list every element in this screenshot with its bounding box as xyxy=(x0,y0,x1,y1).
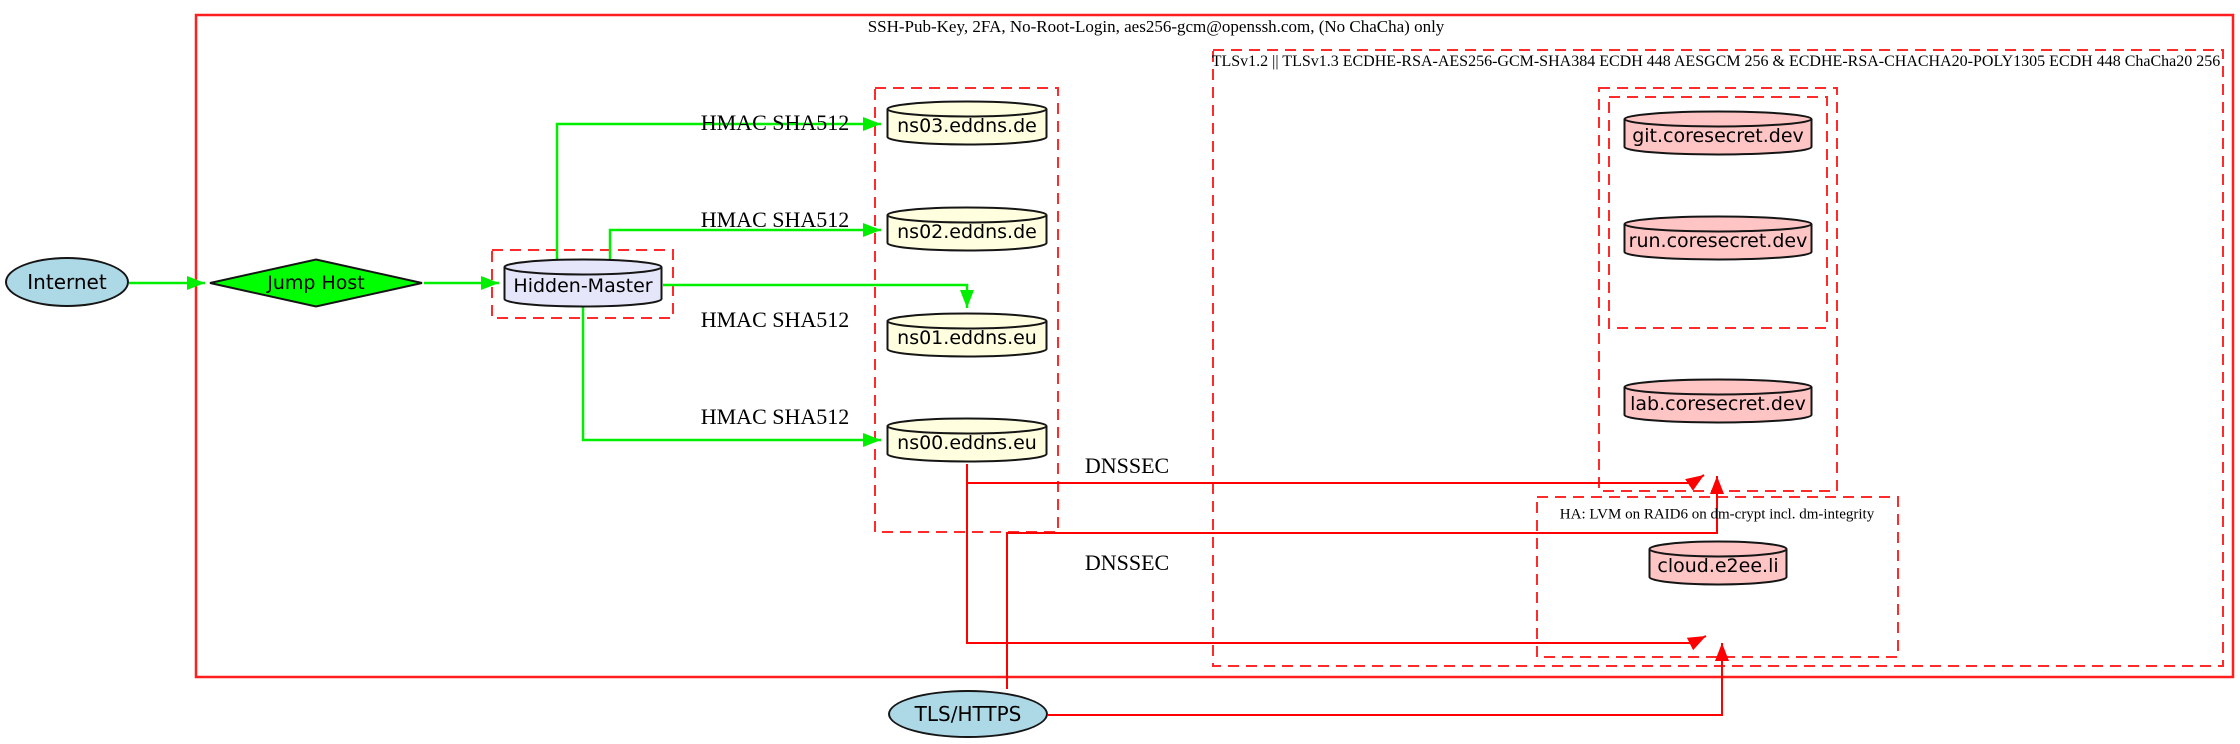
edge-hiddenmaster-ns02 xyxy=(608,223,881,259)
edge-label-hmac-ns02: HMAC SHA512 xyxy=(700,207,850,232)
edge-label-dnssec-1: DNSSEC xyxy=(1084,453,1170,478)
node-jump-host-label: Jump Host xyxy=(267,272,365,294)
node-ns03-label: ns03.eddns.de xyxy=(897,115,1037,137)
cluster-ssh-label: SSH-Pub-Key, 2FA, No-Root-Login, aes256-… xyxy=(867,17,1445,36)
node-run-label: run.coresecret.dev xyxy=(1628,230,1808,252)
cluster-tls-label: TLSv1.2 || TLSv1.3 ECDHE-RSA-AES256-GCM-… xyxy=(1211,53,2221,70)
edge-label-dnssec-2: DNSSEC xyxy=(1084,550,1170,575)
node-ns01: ns01.eddns.eu xyxy=(886,312,1048,358)
edge-ns00-coresecret-dnssec xyxy=(966,464,1705,491)
edge-ns00-ha-dnssec xyxy=(966,464,1707,651)
node-ns00: ns00.eddns.eu xyxy=(886,417,1048,463)
node-ns03: ns03.eddns.de xyxy=(886,100,1048,146)
edge-label-hmac-ns00: HMAC SHA512 xyxy=(700,404,850,429)
node-ns02-label: ns02.eddns.de xyxy=(897,221,1037,243)
cluster-gitrun-border xyxy=(1608,96,1828,329)
cluster-eddns-border xyxy=(874,87,1059,533)
node-ns02: ns02.eddns.de xyxy=(886,206,1048,252)
node-jump-host: Jump Host xyxy=(208,258,424,308)
node-tls-https: TLS/HTTPS xyxy=(888,690,1048,738)
node-tls-https-label: TLS/HTTPS xyxy=(914,702,1022,726)
cluster-ha-label: HA: LVM on RAID6 on dm-crypt incl. dm-in… xyxy=(1559,506,1875,523)
node-hidden-master-label: Hidden-Master xyxy=(513,275,653,297)
edge-tlshttps-ha xyxy=(1048,643,1729,716)
edge-label-hmac-ns01: HMAC SHA512 xyxy=(700,307,850,332)
edge-hiddenmaster-ns01 xyxy=(663,283,974,308)
node-lab-label: lab.coresecret.dev xyxy=(1630,393,1806,415)
node-git-coresecret: git.coresecret.dev xyxy=(1623,110,1813,156)
node-ns00-label: ns00.eddns.eu xyxy=(897,432,1037,454)
edge-label-hmac-ns03: HMAC SHA512 xyxy=(700,110,850,135)
node-cloud-e2ee: cloud.e2ee.li xyxy=(1648,540,1788,586)
node-internet: Internet xyxy=(5,257,129,307)
node-ns01-label: ns01.eddns.eu xyxy=(897,327,1037,349)
node-internet-label: Internet xyxy=(27,270,107,294)
node-git-label: git.coresecret.dev xyxy=(1632,125,1804,147)
node-lab-coresecret: lab.coresecret.dev xyxy=(1623,378,1813,424)
node-cloud-label: cloud.e2ee.li xyxy=(1657,555,1779,577)
node-hidden-master: Hidden-Master xyxy=(503,258,663,308)
node-run-coresecret: run.coresecret.dev xyxy=(1623,215,1813,261)
edge-hiddenmaster-ns03 xyxy=(555,117,881,259)
cluster-tls-border xyxy=(1212,49,2224,667)
edge-tlshttps-coresecret xyxy=(1006,476,1724,689)
cluster-ssh-border xyxy=(194,13,2235,679)
edge-hiddenmaster-ns00 xyxy=(581,307,881,447)
cluster-hidden-master-border xyxy=(491,249,674,319)
